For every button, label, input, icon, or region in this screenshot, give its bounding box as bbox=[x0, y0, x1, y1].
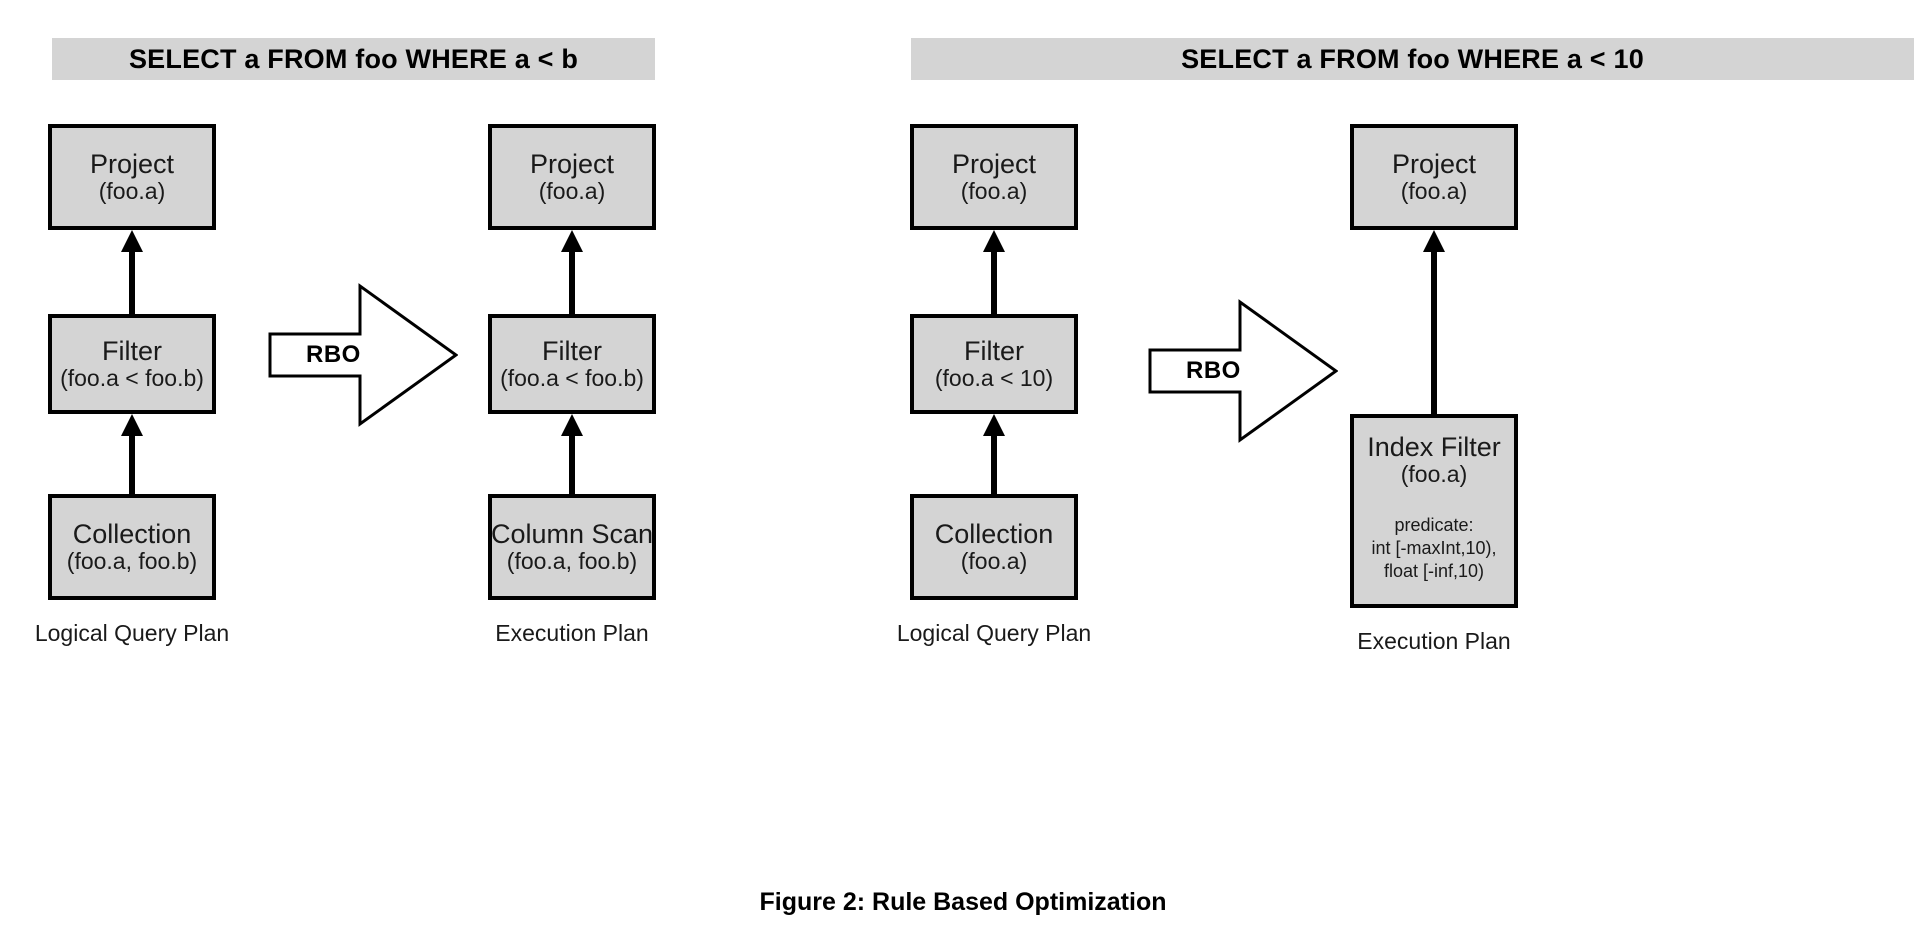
rbo-label: RBO bbox=[1186, 357, 1241, 384]
flow-arrow-icon bbox=[121, 230, 143, 314]
operator-subtitle: (foo.a) bbox=[1400, 461, 1468, 488]
query-banner-left: SELECT a FROM foo WHERE a < b bbox=[52, 38, 655, 80]
operator-title: Collection bbox=[934, 519, 1054, 549]
query-banner-right: SELECT a FROM foo WHERE a < 10 bbox=[911, 38, 1914, 80]
operator-title: Filter bbox=[964, 336, 1024, 366]
flow-arrow-icon bbox=[983, 414, 1005, 494]
operator-node-index-filter: Index Filter (foo.a) predicate: int [-ma… bbox=[1350, 414, 1518, 608]
operator-subtitle: (foo.a < foo.b) bbox=[500, 365, 644, 392]
rbo-transform-arrow-icon: RBO bbox=[1148, 298, 1338, 444]
operator-subtitle: (foo.a < 10) bbox=[934, 365, 1054, 392]
operator-node-column-scan: Column Scan (foo.a, foo.b) bbox=[488, 494, 656, 600]
operator-node-project: Project (foo.a) bbox=[48, 124, 216, 230]
block-arrow-shape bbox=[268, 283, 458, 427]
operator-title: Column Scan bbox=[490, 519, 654, 549]
arrow-shaft bbox=[569, 246, 575, 314]
block-arrow-shape bbox=[1148, 299, 1338, 443]
operator-subtitle: (foo.a) bbox=[1400, 178, 1468, 205]
flow-arrow-icon bbox=[561, 230, 583, 314]
flow-arrow-icon bbox=[1423, 230, 1445, 414]
flow-arrow-icon bbox=[121, 414, 143, 494]
operator-subtitle: (foo.a, foo.b) bbox=[506, 548, 638, 575]
plan-column-execution-1: Project (foo.a) Filter (foo.a < foo.b) C… bbox=[440, 124, 770, 654]
arrow-shaft bbox=[569, 430, 575, 494]
operator-node-collection: Collection (foo.a) bbox=[910, 494, 1078, 600]
predicate-line: predicate: bbox=[1394, 514, 1474, 535]
arrow-head-icon bbox=[1423, 230, 1445, 252]
operator-subtitle: (foo.a < foo.b) bbox=[60, 365, 204, 392]
operator-title: Filter bbox=[542, 336, 602, 366]
arrow-shaft bbox=[129, 430, 135, 494]
operator-subtitle: (foo.a) bbox=[960, 548, 1028, 575]
operator-predicate-detail: predicate: int [-maxInt,10), float [-inf… bbox=[1371, 514, 1496, 583]
arrow-head-icon bbox=[983, 414, 1005, 436]
arrow-shaft bbox=[991, 430, 997, 494]
arrow-head-icon bbox=[983, 230, 1005, 252]
arrow-head-icon bbox=[561, 414, 583, 436]
plan-column-logical-1: Project (foo.a) Filter (foo.a < foo.b) C… bbox=[0, 124, 330, 654]
plan-caption: Logical Query Plan bbox=[896, 620, 1092, 646]
operator-title: Filter bbox=[102, 336, 162, 366]
operator-title: Collection bbox=[72, 519, 192, 549]
operator-node-filter: Filter (foo.a < 10) bbox=[910, 314, 1078, 414]
operator-node-project: Project (foo.a) bbox=[1350, 124, 1518, 230]
operator-node-filter: Filter (foo.a < foo.b) bbox=[48, 314, 216, 414]
flow-arrow-icon bbox=[561, 414, 583, 494]
predicate-line: float [-inf,10) bbox=[1383, 561, 1485, 582]
arrow-head-icon bbox=[121, 230, 143, 252]
operator-title: Project bbox=[1391, 149, 1477, 179]
arrow-shaft bbox=[1431, 246, 1437, 414]
plan-column-logical-2: Project (foo.a) Filter (foo.a < 10) Coll… bbox=[862, 124, 1192, 654]
operator-title: Project bbox=[951, 149, 1037, 179]
plan-caption: Logical Query Plan bbox=[34, 620, 230, 646]
operator-title: Index Filter bbox=[1367, 432, 1501, 462]
operator-title: Project bbox=[89, 149, 175, 179]
arrow-head-icon bbox=[561, 230, 583, 252]
operator-node-collection: Collection (foo.a, foo.b) bbox=[48, 494, 216, 600]
plan-caption: Execution Plan bbox=[1357, 628, 1511, 654]
arrow-shaft bbox=[991, 246, 997, 314]
rbo-label: RBO bbox=[306, 341, 361, 368]
arrow-head-icon bbox=[121, 414, 143, 436]
operator-subtitle: (foo.a) bbox=[538, 178, 606, 205]
operator-node-project: Project (foo.a) bbox=[910, 124, 1078, 230]
predicate-line: int [-maxInt,10), bbox=[1371, 538, 1497, 559]
operator-subtitle: (foo.a, foo.b) bbox=[66, 548, 198, 575]
plan-column-execution-2: Project (foo.a) Index Filter (foo.a) pre… bbox=[1302, 124, 1632, 654]
plan-caption: Execution Plan bbox=[495, 620, 649, 646]
operator-node-filter: Filter (foo.a < foo.b) bbox=[488, 314, 656, 414]
operator-subtitle: (foo.a) bbox=[960, 178, 1028, 205]
figure-caption: Figure 2: Rule Based Optimization bbox=[759, 888, 1167, 916]
operator-node-project: Project (foo.a) bbox=[488, 124, 656, 230]
operator-subtitle: (foo.a) bbox=[98, 178, 166, 205]
operator-title: Project bbox=[529, 149, 615, 179]
arrow-shaft bbox=[129, 246, 135, 314]
rbo-transform-arrow-icon: RBO bbox=[268, 282, 458, 428]
flow-arrow-icon bbox=[983, 230, 1005, 314]
